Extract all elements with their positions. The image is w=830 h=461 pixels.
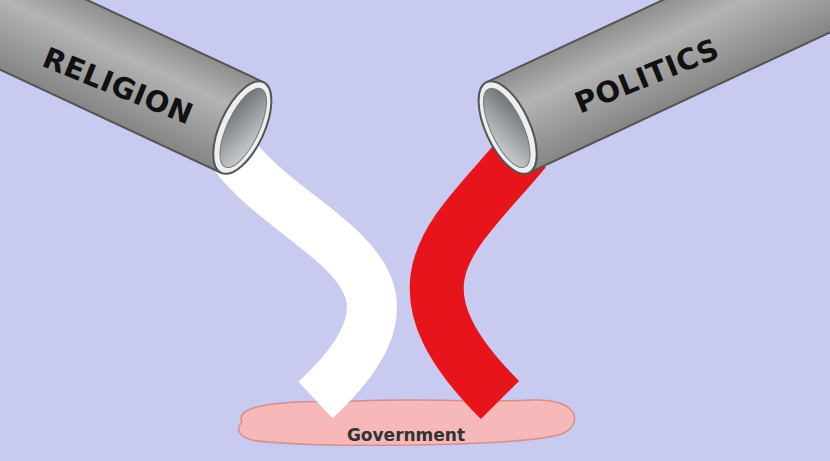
paint-can xyxy=(0,0,283,182)
paint-can: RELIGION xyxy=(0,0,300,175)
pool-label: Government xyxy=(232,425,580,445)
paint-stream xyxy=(234,155,372,400)
paint-can xyxy=(467,0,830,182)
government-pool: Government xyxy=(232,392,580,450)
stream-overlap xyxy=(437,150,525,400)
paint-stream xyxy=(437,150,525,400)
paint-can: POLITICS xyxy=(450,0,750,175)
